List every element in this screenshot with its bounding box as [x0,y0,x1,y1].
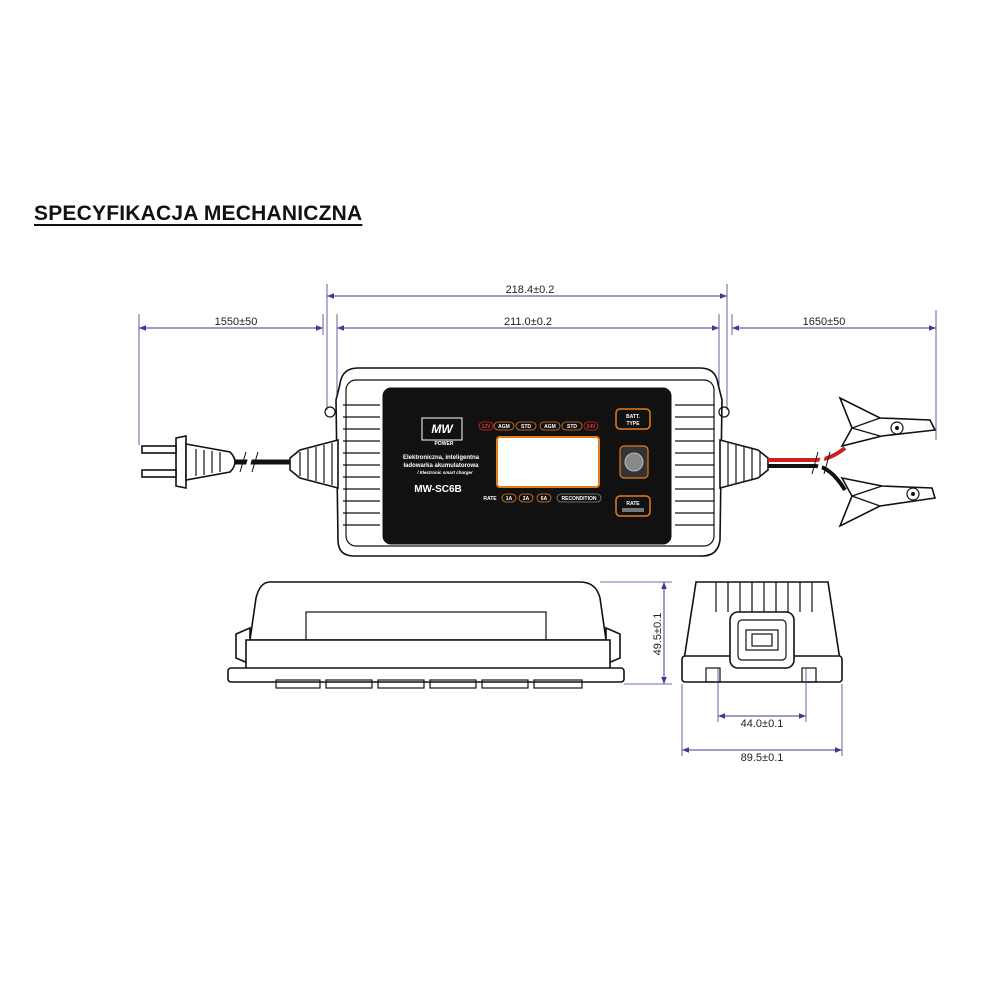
dimension-cable-left: 1550±50 [138,314,324,445]
panel-desc-line3: / Electronic smart charger [416,470,473,475]
battery-cables [768,446,847,492]
mount-hole-icon [324,406,336,418]
rate-indicators: RATE 1A 3A 6A RECONDITION [483,493,602,503]
svg-text:TYPE: TYPE [626,421,640,427]
lcd-display [496,436,600,488]
mode-12v: 12V [482,424,492,430]
panel-model: MW-SC6B [414,484,462,495]
recondition-label: RECONDITION [562,496,597,502]
mount-hole-icon [718,406,730,418]
clip-black-icon [838,476,937,528]
svg-text:BATT.: BATT. [626,414,640,420]
mode-24v: 24V [587,424,597,430]
dim-label-overall-width: 218.4±0.2 [506,284,555,296]
page-title: SPECYFIKACJA MECHANICZNA [34,202,363,225]
mode-std-1: STD [521,424,531,430]
batt-type-button[interactable]: BATT. TYPE [615,408,651,430]
rate-3a: 3A [523,496,530,502]
dimension-body-width: 211.0±0.2 [336,314,720,400]
brand-logo: MW POWER [421,417,463,447]
strain-relief-left [289,438,339,490]
dimension-overall-width: 218.4±0.2 [326,284,728,410]
charger-side-view [227,581,625,689]
dim-label-body-width: 211.0±0.2 [504,316,552,328]
dimension-depth: 89.5±0.1 [681,684,843,764]
power-icon [624,452,644,472]
panel-desc-line1: Elektroniczna, inteligentna [403,455,480,461]
power-plug-icon [141,435,236,489]
dim-label-cable-left: 1550±50 [215,316,258,328]
svg-text:MW: MW [431,422,454,436]
rate-button[interactable]: RATE [615,495,651,517]
mode-std-2: STD [567,424,577,430]
dim-label-height: 49.5±0.1 [652,613,664,656]
dim-label-cable-right: 1650±50 [803,316,846,328]
clip-red-icon [838,396,937,448]
mode-agm-1: AGM [498,424,510,430]
dimension-cable-right: 1650±50 [731,310,937,440]
mode-agm-2: AGM [544,424,556,430]
dimension-mount-width: 44.0±0.1 [717,668,807,730]
dim-label-mount-width: 44.0±0.1 [741,718,784,730]
mode-indicators: 12V AGM STD AGM STD 24V [478,421,599,431]
svg-text:POWER: POWER [435,441,454,447]
rate-label: RATE [483,496,497,502]
rate-6a: 6A [541,496,548,502]
start-button[interactable] [619,445,649,479]
charger-end-view [681,581,843,683]
dimension-height: 49.5±0.1 [600,581,672,685]
rate-1a: 1A [506,496,513,502]
dim-label-depth: 89.5±0.1 [741,752,784,764]
panel-desc-line2: ładowarka akumulatorowa [403,463,479,469]
charger-top-view: MW POWER Elektroniczna, inteligentna ład… [289,367,769,557]
svg-text:RATE: RATE [626,501,640,507]
